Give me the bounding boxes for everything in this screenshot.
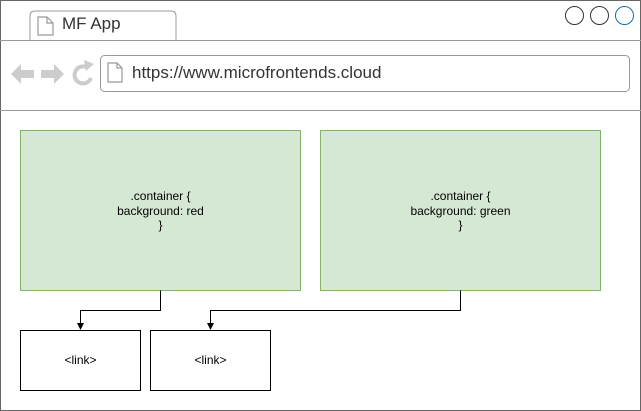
connector-green-to-link2 (207, 290, 461, 330)
url-page-icon (107, 62, 123, 83)
container-green-text: .container { background: green } (320, 189, 601, 233)
back-arrow-icon[interactable] (11, 64, 34, 84)
container-green-line1: .container { (430, 189, 491, 203)
browser-tab[interactable] (29, 10, 177, 40)
link-box-2 (150, 330, 271, 391)
forward-arrow-icon[interactable] (41, 64, 64, 84)
address-bar[interactable] (100, 55, 630, 92)
tab-title: MF App (62, 14, 121, 33)
container-red-line3: } (158, 218, 163, 232)
container-box-green (320, 130, 601, 291)
reload-icon[interactable] (72, 60, 94, 86)
page-icon (37, 16, 54, 36)
window-button-3[interactable] (615, 6, 634, 25)
address-bar-url[interactable]: https://www.microfrontends.cloud (132, 63, 382, 82)
link-label-2: <link> (194, 353, 227, 367)
container-box-red (20, 130, 301, 291)
link-label-1: <link> (64, 353, 97, 367)
container-red-text: .container { background: red } (20, 189, 301, 233)
container-green-line3: } (458, 218, 463, 232)
container-red-line1: .container { (130, 189, 191, 203)
container-red-line2: background: red (117, 203, 204, 218)
window-button-1[interactable] (565, 6, 584, 25)
window-button-2[interactable] (590, 6, 609, 25)
link-box-1 (20, 330, 141, 391)
connector-red-to-link1 (77, 290, 161, 330)
container-green-line2: background: green (410, 203, 511, 218)
